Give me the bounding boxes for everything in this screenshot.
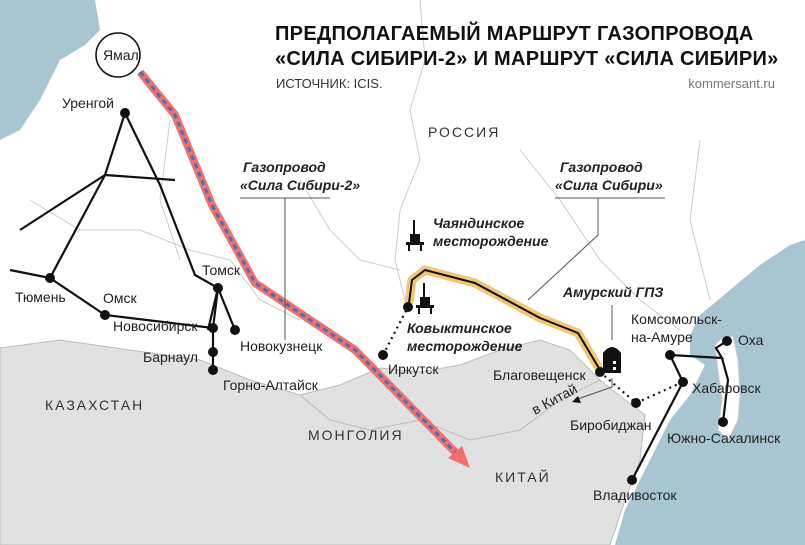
city-omsk: Омск [103, 290, 138, 306]
city-novokuznetsk: Новокузнецк [240, 338, 323, 354]
country-mongolia: МОНГОЛИЯ [308, 427, 404, 443]
amur-gpz-label: Амурский ГПЗ [562, 284, 663, 300]
sila-sibiri-2-arrow [448, 446, 470, 468]
city-dots [45, 108, 732, 485]
city-komsomolsk-1: Комсомольск- [631, 311, 722, 327]
oil-rig-icon [416, 283, 434, 314]
to-china-arrow [572, 396, 581, 403]
yamal-marker [95, 32, 141, 78]
country-china: КИТАЙ [495, 468, 551, 485]
city-gorno-altaysk: Горно-Алтайск [223, 377, 319, 393]
city-yamal: Ямал [103, 47, 139, 63]
source-label: ИСТОЧНИК: ICIS. [276, 76, 383, 91]
country-kazakhstan: КАЗАХСТАН [45, 397, 144, 413]
sila-sibiri-line [408, 269, 601, 371]
city-okha: Оха [738, 332, 764, 348]
city-tomsk: Томск [202, 262, 241, 278]
city-urengoy: Уренгой [62, 95, 114, 111]
title-line-2: «СИЛА СИБИРИ-2» И МАРШРУТ «СИЛА СИБИРИ» [275, 48, 779, 70]
city-birobidzhan: Биробиджан [570, 417, 651, 433]
city-vladivostok: Владивосток [593, 487, 677, 503]
chayanda-label-2: месторождение [433, 233, 549, 249]
sila2-label-1: Газопровод [243, 159, 326, 175]
brand-label: kommersant.ru [688, 76, 775, 91]
region-borders [29, 0, 711, 331]
chayanda-label-1: Чаяндинское [433, 215, 524, 231]
city-yuzhno-sakhalinsk: Южно-Сахалинск [667, 430, 781, 446]
city-novosibirsk: Новосибирск [113, 318, 198, 334]
country-russia: РОССИЯ [428, 124, 500, 140]
city-tyumen: Тюмень [15, 289, 66, 305]
kovykta-label-1: Ковыктинское [407, 320, 512, 336]
border [299, 379, 601, 441]
sila-sibiri-2-stripe [138, 71, 460, 457]
city-barnaul: Барнаул [143, 349, 198, 365]
page-title: ПРЕДПОЛАГАЕМЫЙ МАРШРУТ ГАЗОПРОВОДА «СИЛА… [275, 22, 779, 72]
gas-plant-icon [603, 347, 621, 373]
callout-lines [240, 197, 665, 401]
city-komsomolsk-2: на-Амуре [631, 329, 693, 345]
sea-okhotsk [615, 240, 805, 545]
sila1-label-2: «Сила Сибири» [555, 177, 663, 193]
sila2-label-2: «Сила Сибири-2» [240, 177, 360, 193]
oil-rig-icon [406, 220, 424, 251]
kovykta-label-2: месторождение [407, 338, 523, 354]
sea-kara [0, 0, 100, 140]
city-blagoveshchensk: Благовещенск [493, 367, 587, 383]
sila1-label-1: Газопровод [560, 159, 643, 175]
title-line-1: ПРЕДПОЛАГАЕМЫЙ МАРШРУТ ГАЗОПРОВОДА [275, 23, 754, 45]
city-khabarovsk: Хабаровск [692, 380, 761, 396]
existing-pipelines [9, 112, 730, 481]
city-irkutsk: Иркутск [388, 361, 439, 377]
